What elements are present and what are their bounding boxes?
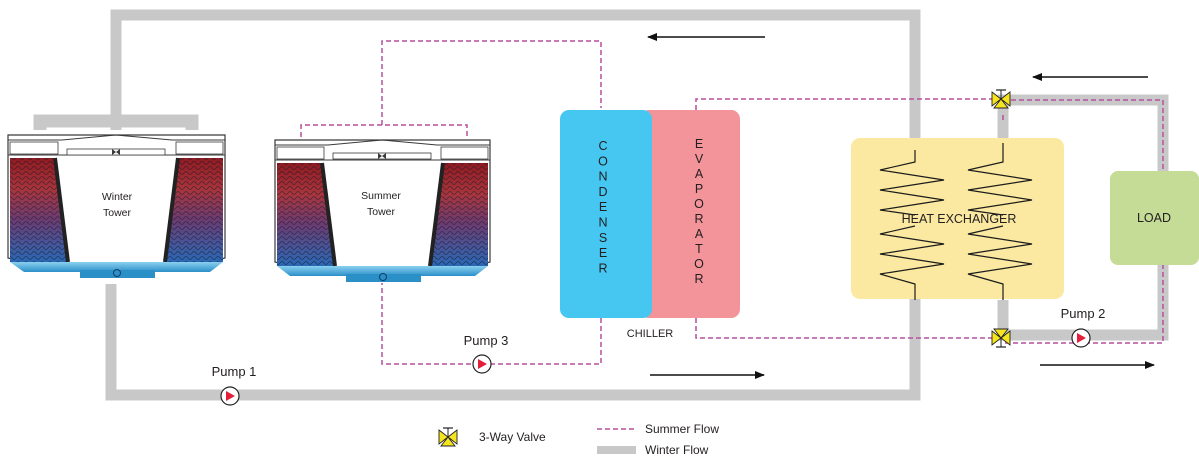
load-label: LOAD: [1137, 211, 1171, 225]
valve-bottom: [991, 328, 1011, 348]
flow-arrows: [647, 33, 1155, 379]
winter-tower-label-line2: Tower: [103, 207, 132, 219]
load: LOAD: [1110, 171, 1199, 265]
legend-valve-icon: [438, 427, 458, 447]
legend-valve-label: 3-Way Valve: [479, 430, 546, 444]
pump-2-label: Pump 2: [1061, 306, 1106, 321]
pump-3: Pump 3: [464, 333, 509, 374]
pump-2: Pump 2: [1061, 306, 1106, 348]
chiller-label: CHILLER: [627, 328, 674, 340]
summer-tower: Summer Tower: [274, 139, 491, 282]
pump-1: Pump 1: [212, 364, 257, 406]
condenser: [560, 110, 652, 318]
heat-exchanger: HEAT EXCHANGER: [851, 138, 1064, 300]
legend: 3-Way Valve Summer Flow Winter Flow: [438, 422, 719, 457]
winter-tower: Winter Tower: [7, 134, 226, 278]
summer-tower-label-line1: Summer: [361, 190, 401, 202]
summer-tower-label-line2: Tower: [367, 206, 396, 218]
pump-3-label: Pump 3: [464, 333, 509, 348]
evaporator: [640, 110, 740, 318]
valve-top: [991, 89, 1011, 109]
heat-exchanger-label: HEAT EXCHANGER: [902, 212, 1017, 226]
legend-winter-label: Winter Flow: [645, 443, 709, 457]
legend-summer-label: Summer Flow: [645, 422, 719, 436]
winter-tower-label-line1: Winter: [102, 191, 133, 203]
pump-1-label: Pump 1: [212, 364, 257, 379]
